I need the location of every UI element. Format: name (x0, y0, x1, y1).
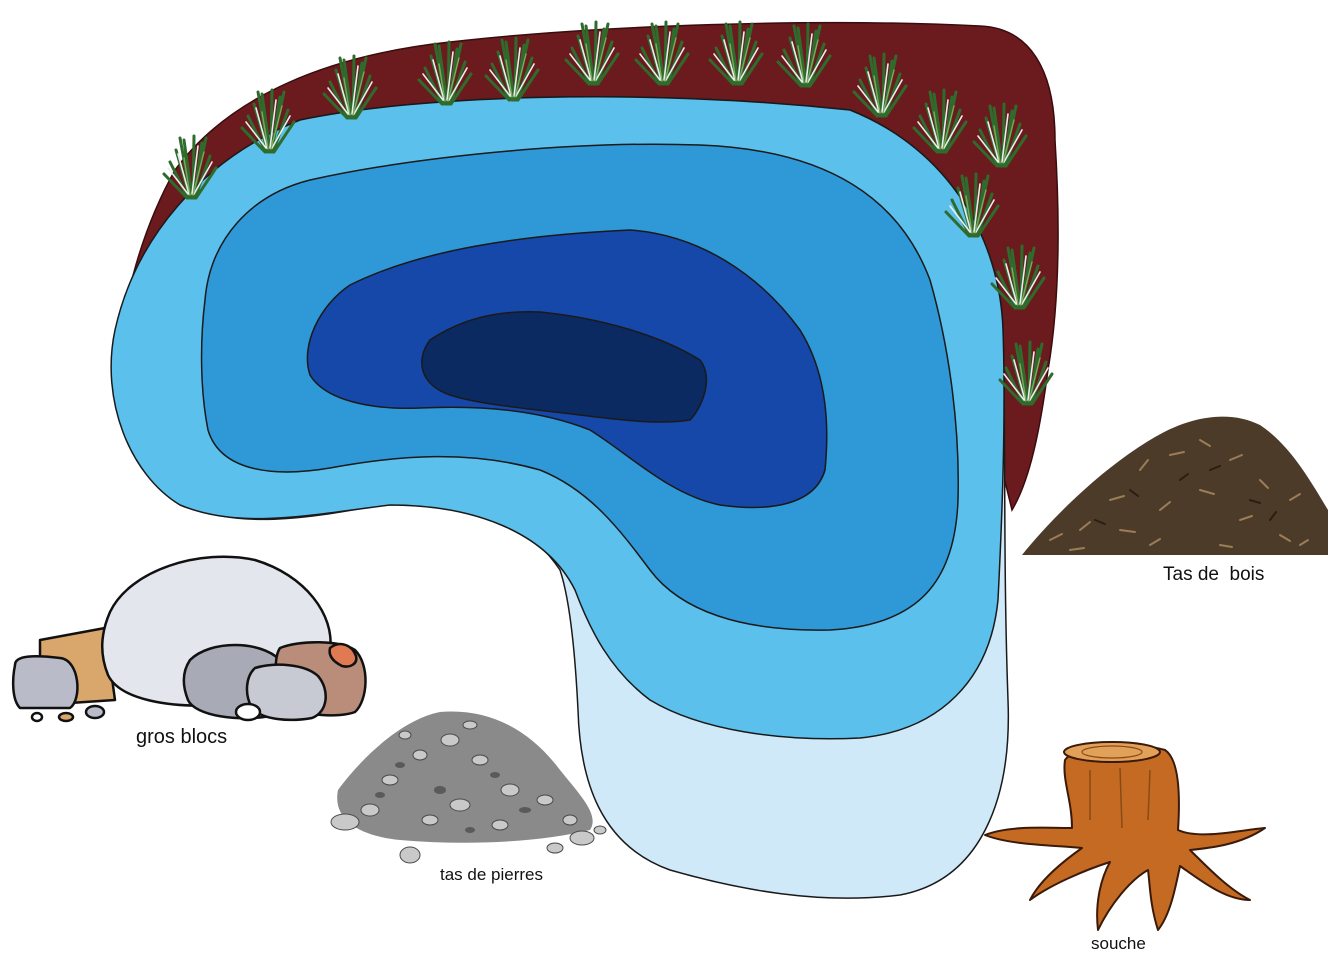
label-tas-de-pierres: tas de pierres (440, 865, 543, 885)
label-gros-blocs: gros blocs (136, 726, 227, 749)
boulder-pile-icon (13, 557, 365, 721)
label-souche: souche (1091, 934, 1146, 954)
label-tas-de-bois: Tas de bois (1163, 564, 1264, 586)
stone-pile-icon (331, 712, 606, 863)
tree-stump-icon (985, 742, 1265, 930)
wood-pile-icon (1022, 417, 1328, 555)
